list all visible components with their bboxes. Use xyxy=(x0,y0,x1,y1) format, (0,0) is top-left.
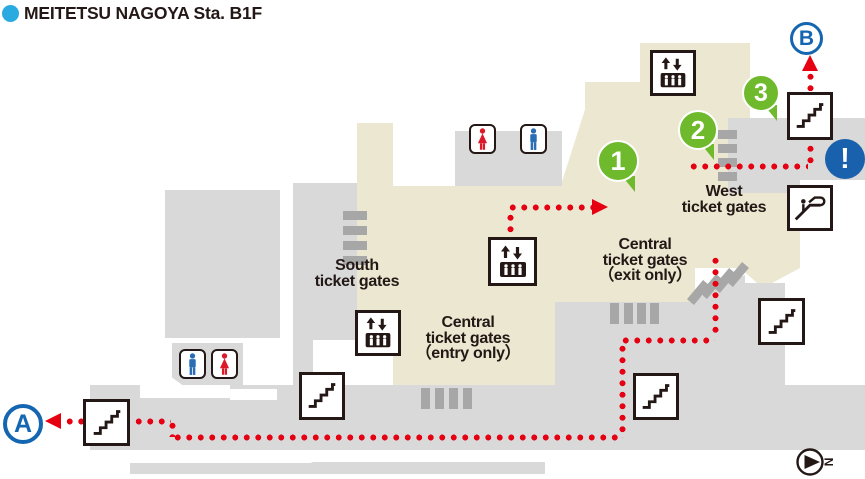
west-gate-tick xyxy=(718,144,737,153)
route-dotted-line xyxy=(807,71,814,91)
compass-north-label: N xyxy=(821,457,836,467)
mens-toilet-icon xyxy=(179,349,206,379)
route-dotted-line xyxy=(619,343,626,438)
central-exit-gate-tick xyxy=(637,303,646,324)
label-line: Central xyxy=(618,236,672,253)
route-arrow-left-to-a xyxy=(45,413,61,429)
label-central-entry-gates: Central ticket gates （entry only） xyxy=(383,315,553,362)
route-dotted-line xyxy=(507,204,593,211)
marker-letter: B xyxy=(798,26,815,50)
white-gap xyxy=(0,450,330,463)
compass-icon xyxy=(795,447,825,477)
paid-area-shape xyxy=(357,123,393,188)
paid-area-shape xyxy=(393,335,555,389)
central-entry-gate-tick xyxy=(421,388,430,409)
mens-toilet-icon xyxy=(520,124,547,154)
elevator-icon xyxy=(488,237,537,286)
marker-letter: A xyxy=(13,409,33,438)
route-dotted-line xyxy=(172,434,622,441)
label-west-gates: West ticket gates xyxy=(654,184,794,215)
label-line: ticket gates xyxy=(314,272,400,290)
label-line: ticket gates xyxy=(681,198,767,216)
marker-number: 1 xyxy=(610,145,626,176)
route-dotted-line xyxy=(507,212,514,237)
white-gap xyxy=(140,385,230,398)
west-gate-tick xyxy=(718,172,737,181)
paid-area-shape xyxy=(560,100,588,188)
page-title: MEITETSU NAGOYA Sta. B1F xyxy=(24,3,262,23)
stairs-icon xyxy=(758,298,805,345)
alert-icon: ! xyxy=(825,139,865,179)
marker-number: 2 xyxy=(690,114,706,145)
route-dotted-line xyxy=(807,143,814,167)
central-entry-gate-tick xyxy=(463,388,472,409)
marker-number: 3 xyxy=(754,78,768,107)
label-line: （exit only） xyxy=(598,267,692,284)
south-gate-tick xyxy=(343,241,367,250)
stairs-icon xyxy=(299,372,345,420)
route-dotted-line xyxy=(169,420,176,437)
south-gate-tick xyxy=(343,256,367,265)
floor-shape xyxy=(130,462,545,474)
central-entry-gate-tick xyxy=(449,388,458,409)
south-gate-tick xyxy=(343,211,367,220)
label-line: ticket gates xyxy=(425,329,511,347)
elevator-icon xyxy=(355,310,401,356)
west-gate-tick xyxy=(718,130,737,139)
title-bullet-icon xyxy=(2,5,19,22)
route-dotted-line xyxy=(712,255,719,337)
exit-marker-b: B xyxy=(790,22,823,55)
exit-marker-a: A xyxy=(3,404,43,444)
route-dotted-line xyxy=(620,337,715,344)
label-line: ticket gates xyxy=(602,251,688,269)
stairs-icon xyxy=(633,373,679,420)
white-gap xyxy=(280,190,293,338)
route-dotted-line xyxy=(64,418,83,425)
route-marker-1: 1 xyxy=(597,140,639,182)
central-exit-gate-tick xyxy=(650,303,659,324)
label-central-exit-gates: Central ticket gates （exit only） xyxy=(560,237,730,284)
elevator-icon xyxy=(650,50,696,96)
womens-toilet-icon xyxy=(469,124,496,154)
floor-shape xyxy=(728,180,800,193)
womens-toilet-icon xyxy=(211,349,238,379)
label-line: South xyxy=(335,257,379,274)
label-south-gates: South ticket gates xyxy=(272,258,442,289)
escalator-icon xyxy=(787,185,833,231)
route-dotted-line xyxy=(133,418,171,425)
route-arrow-up-to-b xyxy=(802,55,818,71)
alert-glyph: ! xyxy=(840,142,850,175)
route-marker-2: 2 xyxy=(678,110,718,150)
south-gate-tick xyxy=(343,226,367,235)
white-gap xyxy=(230,389,277,400)
west-gate-tick xyxy=(718,158,737,167)
label-line: Central xyxy=(441,314,495,331)
central-exit-gate-tick xyxy=(624,303,633,324)
stairs-icon xyxy=(83,399,130,446)
label-line: （entry only） xyxy=(415,345,521,362)
central-exit-gate-tick xyxy=(610,303,619,324)
floor-shape xyxy=(165,190,280,338)
route-marker-3: 3 xyxy=(742,74,780,112)
route-arrow-right xyxy=(592,199,608,215)
stairs-icon xyxy=(787,92,833,140)
route-dotted-line xyxy=(688,163,808,170)
central-entry-gate-tick xyxy=(435,388,444,409)
label-line: West xyxy=(705,183,743,200)
